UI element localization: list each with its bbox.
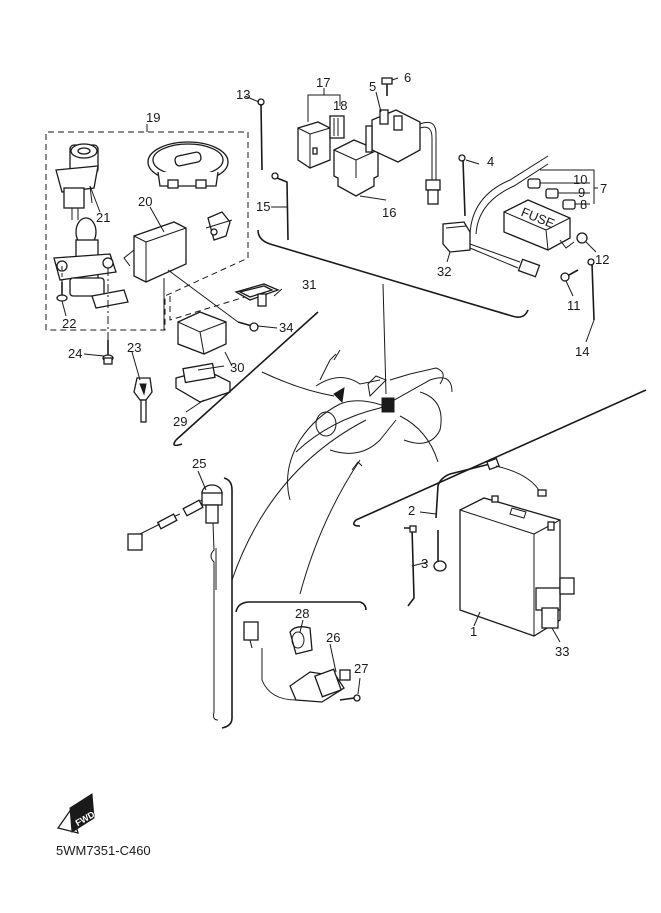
callout-10: 10 xyxy=(573,172,587,187)
callout-25: 25 xyxy=(192,456,206,471)
section-divider-right-end xyxy=(352,519,361,527)
connector-32[interactable] xyxy=(442,221,471,253)
main-switch-21[interactable] xyxy=(55,143,101,220)
callout-7: 7 xyxy=(600,181,607,196)
callout-labels: 1 2 3 4 5 6 7 8 9 10 11 12 13 14 15 16 1… xyxy=(62,70,609,676)
callout-31: 31 xyxy=(302,277,316,292)
callout-6: 6 xyxy=(404,70,411,85)
band-15[interactable] xyxy=(271,172,289,241)
fuel-cap-lock[interactable] xyxy=(147,141,229,189)
bolt-6[interactable] xyxy=(381,77,393,96)
ignitor-unit-20[interactable] xyxy=(123,221,187,330)
callout-14: 14 xyxy=(575,344,589,359)
section-divider-left-lower xyxy=(221,477,233,729)
callout-7-bracket xyxy=(540,169,598,205)
cable-tie-4[interactable] xyxy=(458,154,466,217)
callout-1: 1 xyxy=(470,624,477,639)
battery-band-3[interactable] xyxy=(404,525,417,607)
fuse-box[interactable]: FUSE xyxy=(503,199,575,251)
cover-30[interactable] xyxy=(177,311,227,355)
callout-2: 2 xyxy=(408,503,415,518)
callout-9: 9 xyxy=(578,185,585,200)
leader-lines xyxy=(83,77,561,695)
callout-32: 32 xyxy=(437,264,451,279)
neutral-switch-26[interactable] xyxy=(243,621,351,703)
callout-5: 5 xyxy=(369,79,376,94)
fwd-arrow-icon: FWD xyxy=(56,793,97,834)
starter-relay-5[interactable] xyxy=(365,109,441,205)
callout-20: 20 xyxy=(138,194,152,209)
callout-33: 33 xyxy=(555,644,569,659)
switch-25[interactable] xyxy=(127,484,223,721)
callout-4: 4 xyxy=(487,154,494,169)
cover-18[interactable] xyxy=(329,115,345,139)
callout-21: 21 xyxy=(96,210,110,225)
callout-28: 28 xyxy=(295,606,309,621)
drawing-code: 5WM7351-C460 xyxy=(56,843,151,858)
callout-18: 18 xyxy=(333,98,347,113)
callout-15: 15 xyxy=(256,199,270,214)
callout-16: 16 xyxy=(382,205,396,220)
screw-34[interactable] xyxy=(167,269,259,332)
holder-29[interactable] xyxy=(175,362,231,403)
callout-12: 12 xyxy=(595,252,609,267)
callout-30: 30 xyxy=(230,360,244,375)
callout-17-bracket xyxy=(307,88,341,122)
callout-24: 24 xyxy=(68,346,82,361)
section-divider-right xyxy=(355,389,647,521)
callout-17: 17 xyxy=(316,75,330,90)
bolt-24[interactable] xyxy=(102,340,114,365)
group-19-outline xyxy=(45,124,249,331)
motorcycle-outline xyxy=(287,349,453,501)
clamp-28[interactable] xyxy=(289,626,313,655)
callout-22: 22 xyxy=(62,316,76,331)
steering-lock[interactable] xyxy=(53,217,129,350)
callout-11: 11 xyxy=(567,298,581,313)
fuse-10[interactable] xyxy=(527,178,541,189)
battery-1[interactable] xyxy=(459,495,561,637)
lock-mechanism[interactable] xyxy=(205,211,233,241)
section-divider-bottom xyxy=(235,601,367,613)
fuse-9[interactable] xyxy=(545,188,559,199)
callout-23: 23 xyxy=(127,340,141,355)
cable-tie-14[interactable] xyxy=(585,258,595,343)
callout-3: 3 xyxy=(421,556,428,571)
screw-27[interactable] xyxy=(339,694,361,702)
callout-26: 26 xyxy=(326,630,340,645)
nut-12[interactable] xyxy=(576,232,597,253)
cable-tie-13[interactable] xyxy=(257,98,265,171)
location-pointers xyxy=(231,283,439,595)
callout-27: 27 xyxy=(354,661,368,676)
callout-34: 34 xyxy=(279,320,293,335)
callout-29: 29 xyxy=(173,414,187,429)
bolt-22[interactable] xyxy=(56,282,68,317)
relay-33[interactable] xyxy=(535,577,575,629)
callout-13: 13 xyxy=(236,87,250,102)
section-divider-top xyxy=(257,229,529,318)
band-31[interactable] xyxy=(234,283,280,307)
relay-assy-17[interactable] xyxy=(297,121,331,169)
callout-19: 19 xyxy=(146,110,160,125)
screw-11[interactable] xyxy=(560,269,579,297)
wire-harness xyxy=(469,155,549,278)
battery-lead-2[interactable] xyxy=(433,457,547,572)
key-23[interactable] xyxy=(133,377,153,423)
callout-8: 8 xyxy=(580,197,587,212)
fuse-8[interactable] xyxy=(562,199,576,210)
section-divider-left-end xyxy=(173,439,183,447)
section-divider-left xyxy=(175,311,319,441)
